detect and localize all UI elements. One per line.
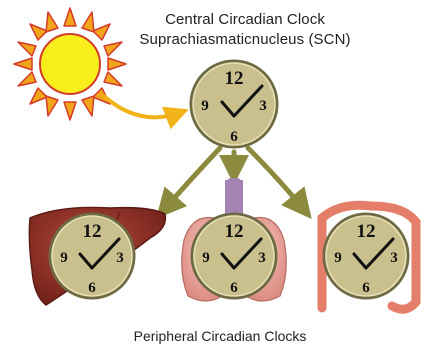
clock-numeral-6: 6 bbox=[230, 129, 238, 145]
clock-numeral-9: 9 bbox=[202, 250, 210, 266]
central-clock: 12 3 6 9 bbox=[191, 61, 277, 147]
clock-numeral-12: 12 bbox=[357, 221, 376, 242]
clock-numeral-3: 3 bbox=[259, 98, 267, 114]
clock-numeral-6: 6 bbox=[362, 280, 370, 296]
clock-numeral-12: 12 bbox=[83, 221, 102, 242]
scn-subtitle: Suprachiasmaticnucleus (SCN) bbox=[110, 31, 380, 48]
clock-numeral-12: 12 bbox=[225, 68, 244, 89]
clock-numeral-3: 3 bbox=[116, 250, 124, 266]
clock-numeral-9: 9 bbox=[201, 98, 209, 114]
clock-numeral-12: 12 bbox=[225, 221, 244, 242]
intestines-clock: 12 3 6 9 bbox=[324, 214, 408, 298]
lungs-clock: 12 3 6 9 bbox=[192, 214, 276, 298]
clock-numeral-9: 9 bbox=[60, 250, 68, 266]
clock-numeral-3: 3 bbox=[258, 250, 266, 266]
peripheral-clocks-label: Peripheral Circadian Clocks bbox=[80, 328, 360, 344]
clock-numeral-6: 6 bbox=[230, 280, 238, 296]
liver-clock: 12 3 6 9 bbox=[50, 214, 134, 298]
central-clock-title: Central Circadian Clock bbox=[110, 11, 380, 28]
clock-numeral-3: 3 bbox=[390, 250, 398, 266]
clock-numeral-9: 9 bbox=[334, 250, 342, 266]
sun-to-scn-arrow bbox=[104, 96, 182, 117]
clock-numeral-6: 6 bbox=[88, 280, 96, 296]
